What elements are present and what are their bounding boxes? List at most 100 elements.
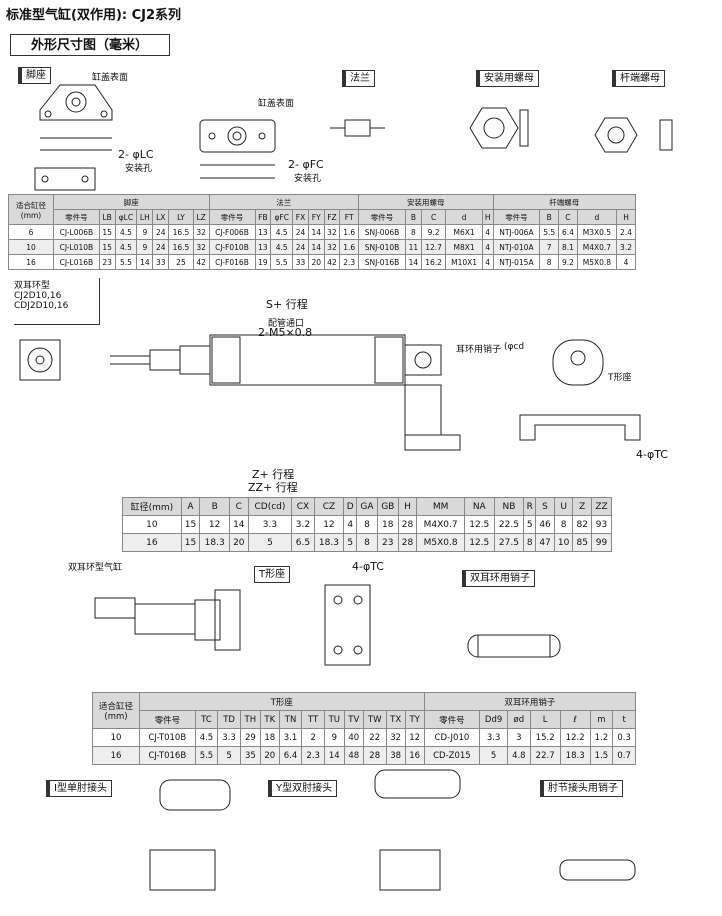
table-cell: 8 — [553, 515, 574, 534]
tag-rod-nut: 杆端螺母 — [612, 70, 665, 87]
table-cell: 13 — [254, 239, 272, 255]
table-cell: 3 — [507, 728, 531, 747]
table-cell: CJ-L006B — [53, 224, 100, 240]
piping-port-label: 配管通口 — [268, 319, 305, 329]
table-cell: M3X0.5 — [576, 224, 618, 240]
table-cell: 28 — [397, 515, 418, 534]
table-cell: 22.7 — [529, 746, 561, 765]
table-cell: 5.5 — [194, 746, 219, 765]
table-cell: 9.2 — [558, 254, 578, 270]
dims-col-header: C — [229, 497, 249, 516]
table-cell: SNJ-016B — [358, 254, 407, 270]
table-cell: 14 — [405, 254, 422, 270]
table-cell: 2.3 — [301, 746, 325, 765]
tag-t-bracket: T形座 — [254, 566, 291, 583]
tag-mount-nut: 安装用螺母 — [476, 70, 539, 87]
pin-group-header: 双耳环用销子 — [423, 692, 637, 711]
tag-flange: 法兰 — [342, 70, 375, 87]
table-cell: 32 — [323, 224, 341, 240]
table-cell: 13 — [254, 224, 272, 240]
section-title: 外形尺寸图（毫米） — [10, 34, 170, 56]
table-cell: 8 — [356, 533, 378, 552]
table-cell: 1.6 — [339, 224, 360, 240]
spec-col-header: C — [420, 209, 447, 225]
table-cell: 8 — [523, 533, 537, 552]
table-cell: 24 — [292, 239, 309, 255]
table-cell: 5.5 — [270, 254, 294, 270]
dims-col-header: H — [397, 497, 418, 516]
table-cell: 46 — [535, 515, 555, 534]
table-cell: 47 — [535, 533, 555, 552]
flange-hole-note: 安装孔 — [294, 174, 322, 184]
spec-col-header: d — [445, 209, 483, 225]
spec-col-header: LY — [168, 209, 194, 225]
table-cell: 12.5 — [463, 515, 495, 534]
table-cell: 20 — [259, 746, 280, 765]
dims-col-header: B — [199, 497, 230, 516]
port-size-label: 2-M5×0.8 — [258, 326, 313, 339]
spec-col-header: H — [616, 209, 636, 225]
table-cell: 32 — [385, 728, 406, 747]
table-cell: 28 — [362, 746, 387, 765]
table-cell: 40 — [343, 728, 364, 747]
table-cell: 10 — [122, 515, 182, 534]
double-clevis-cyl-label: 双耳环型气缸 — [68, 563, 123, 573]
table-cell: 6.5 — [291, 533, 315, 552]
table-cell: 16.5 — [168, 224, 194, 240]
table-cell: 5 — [479, 746, 509, 765]
table-cell: 3.3 — [247, 515, 293, 534]
t-col-header: TN — [278, 710, 303, 729]
dims-col-header: R — [523, 497, 537, 516]
table-cell: M6X1 — [445, 224, 483, 240]
spec-col-header: FB — [254, 209, 272, 225]
dims-col-header: 缸径(mm) — [122, 497, 182, 516]
dims-col-header: S — [535, 497, 555, 516]
t-col-header: TU — [323, 710, 345, 729]
table-cell: 5 — [343, 533, 358, 552]
table-cell: 2.3 — [339, 254, 360, 270]
table-cell: M10X1 — [445, 254, 483, 270]
table-cell: 0.7 — [612, 746, 636, 765]
table-cell: 9 — [136, 239, 154, 255]
cylinder-end-view — [19, 339, 61, 381]
rod-nut-group-header: 杆端螺母 — [492, 194, 637, 210]
table-cell: 33 — [292, 254, 309, 270]
table-cell: 28 — [397, 533, 418, 552]
table-cell: M5X0.8 — [416, 533, 465, 552]
table-cell: 5.5 — [114, 254, 138, 270]
dims-col-header: U — [553, 497, 574, 516]
table-cell: 0.3 — [612, 728, 636, 747]
t-seat-holes-label: 4-φTC — [636, 448, 668, 461]
foot-bracket-drawing — [39, 84, 113, 121]
spec-col-header: 零件号 — [208, 209, 256, 225]
zz-stroke-label: ZZ+ 行程 — [248, 481, 298, 494]
table-cell: 42 — [192, 254, 210, 270]
pin-cd-label: (φcd — [504, 342, 525, 352]
table-cell: 85 — [572, 533, 593, 552]
foot-hole-label: 2- φLC — [118, 148, 154, 161]
table-cell: CJ-L010B — [53, 239, 100, 255]
table-cell: 18.3 — [199, 533, 230, 552]
page-title: 标准型气缸(双作用): CJ2系列 — [6, 8, 182, 23]
table-cell: 4.5 — [194, 728, 219, 747]
rod-nut-drawing — [594, 117, 638, 153]
dims-col-header: NA — [463, 497, 495, 516]
spec-col-header: 零件号 — [53, 209, 100, 225]
spec-col-header: LB — [98, 209, 116, 225]
dims-col-header: D — [343, 497, 358, 516]
table-cell: 3.3 — [479, 728, 509, 747]
t-col-header: ød — [507, 710, 531, 729]
tag-i-rod-end: I型单肘接头 — [46, 780, 112, 797]
cap-surface-label-2: 缸盖表面 — [258, 99, 295, 109]
tag-foot: 脚座 — [18, 67, 51, 84]
spec-col-header: C — [558, 209, 578, 225]
spec-col-header: LX — [152, 209, 170, 225]
t-col-header: Dd9 — [479, 710, 509, 729]
i-rod-end-side — [149, 849, 216, 891]
table-cell: M4X0.7 — [576, 239, 618, 255]
table-cell: 12 — [404, 728, 425, 747]
table-cell: 14 — [229, 515, 249, 534]
